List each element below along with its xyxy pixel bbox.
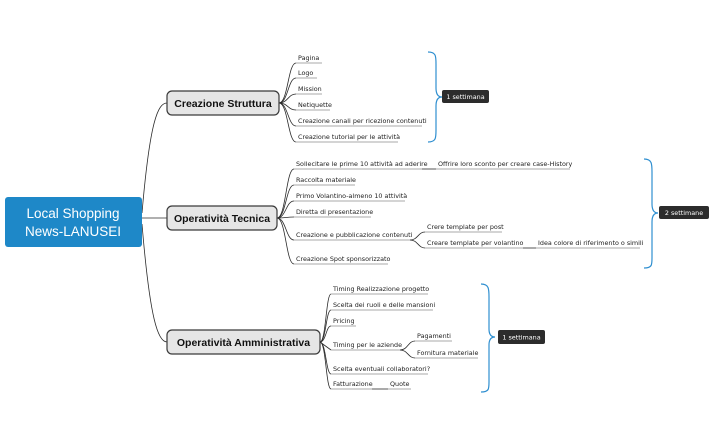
svg-text:Diretta di presentazione: Diretta di presentazione [296,208,373,216]
svg-text:Scelta dei ruoli e delle mansi: Scelta dei ruoli e delle mansioni [333,301,435,309]
svg-text:Creare template per volantino: Creare template per volantino [427,239,524,247]
branch-1-title: Creazione Struttura [174,98,272,110]
svg-text:Mission: Mission [298,85,322,93]
branch-1-topic[interactable]: Creazione Struttura [166,90,280,116]
svg-text:Primo Volantino-almeno 10 atti: Primo Volantino-almeno 10 attività [296,192,407,200]
list-item[interactable]: Logo [296,69,317,79]
list-item[interactable]: Raccolta materiale [294,176,356,186]
list-item[interactable]: Creare template per volantino [425,239,524,249]
branch-3-connectors [319,293,416,390]
branch-creazione-struttura: Creazione Struttura Pagina Logo Mission … [166,51,489,143]
svg-text:2 settimane: 2 settimane [665,209,703,217]
list-item[interactable]: Primo Volantino-almeno 10 attività [294,192,407,202]
svg-text:1 settimana: 1 settimana [502,334,540,342]
svg-text:Scelta eventuali collaboratori: Scelta eventuali collaboratori? [333,365,430,373]
summary-brace-3 [480,283,496,393]
svg-text:Sollecitare le prime 10 attivi: Sollecitare le prime 10 attività ad ader… [296,160,428,168]
svg-text:Offrire loro sconto per creare: Offrire loro sconto per creare case-Hist… [438,160,573,168]
svg-text:Quote: Quote [390,380,409,388]
svg-text:Idea colore di riferimento o s: Idea colore di riferimento o simili [538,239,644,247]
svg-text:Creazione Spot sponsorizzato: Creazione Spot sponsorizzato [296,255,391,263]
summary-brace-1 [427,51,443,143]
list-item[interactable]: Fornitura materiale [415,349,479,359]
list-item[interactable]: Netiquette [296,101,332,111]
svg-text:Netiquette: Netiquette [298,101,332,109]
list-item[interactable]: Crere template per post [425,223,504,233]
summary-badge-3[interactable]: 1 settimana [498,330,545,344]
list-item[interactable]: Pricing [331,317,356,327]
svg-text:Creazione e pubblicazione cont: Creazione e pubblicazione contenuti [296,231,413,239]
list-item[interactable]: Creazione e pubblicazione contenuti [294,231,413,241]
list-item[interactable]: Idea colore di riferimento o simili [536,239,644,249]
svg-text:Crere template per post: Crere template per post [427,223,504,231]
central-topic[interactable]: Local Shopping News-LANUSEI [5,197,142,247]
branch-3-topic[interactable]: Operatività Amministrativa [166,329,321,355]
list-item[interactable]: Creazione tutorial per le attività [296,133,400,143]
branch-operativita-tecnica: Operatività Tecnica Sollecitare le prime… [166,158,709,269]
branch-2-connectors [276,168,536,265]
summary-badge-1[interactable]: 1 settimana [442,90,489,103]
list-item[interactable]: Offrire loro sconto per creare case-Hist… [436,160,573,170]
branch-2-title: Operatività Tecnica [174,213,270,225]
svg-text:Fatturazione: Fatturazione [333,380,373,388]
svg-text:Logo: Logo [298,69,313,77]
svg-text:Timing per le aziende: Timing per le aziende [332,341,402,349]
svg-text:Pagamenti: Pagamenti [417,332,451,340]
list-item[interactable]: Quote [388,380,411,390]
svg-text:Timing Realizzazione progetto: Timing Realizzazione progetto [332,285,429,293]
svg-text:Pagina: Pagina [298,54,319,62]
list-item[interactable]: Fatturazione [331,380,373,390]
branch-operativita-amministrativa: Operatività Amministrativa Timing Realiz… [166,283,545,393]
list-item[interactable]: Sollecitare le prime 10 attività ad ader… [294,160,428,170]
list-item[interactable]: Pagamenti [415,332,452,342]
list-item[interactable]: Diretta di presentazione [294,208,373,218]
svg-text:1 settimana: 1 settimana [446,93,484,101]
central-topic-line1: Local Shopping [26,206,119,221]
list-item[interactable]: Creazione canali per ricezione contenuti [296,117,427,127]
svg-text:Fornitura materiale: Fornitura materiale [417,349,479,357]
branch-3-title: Operatività Amministrativa [177,337,310,349]
list-item[interactable]: Mission [296,85,322,95]
svg-text:Creazione tutorial per le atti: Creazione tutorial per le attività [298,133,400,141]
svg-text:Raccolta materiale: Raccolta materiale [296,176,356,184]
list-item[interactable]: Scelta eventuali collaboratori? [331,365,430,375]
central-topic-line2: News-LANUSEI [25,224,121,239]
list-item[interactable]: Creazione Spot sponsorizzato [294,255,391,265]
list-item[interactable]: Pagina [296,54,322,64]
branch-2-topic[interactable]: Operatività Tecnica [166,205,278,231]
central-connectors [141,102,168,343]
summary-brace-2 [643,158,659,269]
summary-badge-2[interactable]: 2 settimane [659,206,709,219]
list-item[interactable]: Timing Realizzazione progetto [331,285,429,295]
branch-1-connectors [278,62,297,143]
list-item[interactable]: Timing per le aziende [331,341,402,351]
svg-text:Creazione canali per ricezione: Creazione canali per ricezione contenuti [298,117,427,125]
list-item[interactable]: Scelta dei ruoli e delle mansioni [331,301,435,311]
svg-text:Pricing: Pricing [333,317,355,325]
